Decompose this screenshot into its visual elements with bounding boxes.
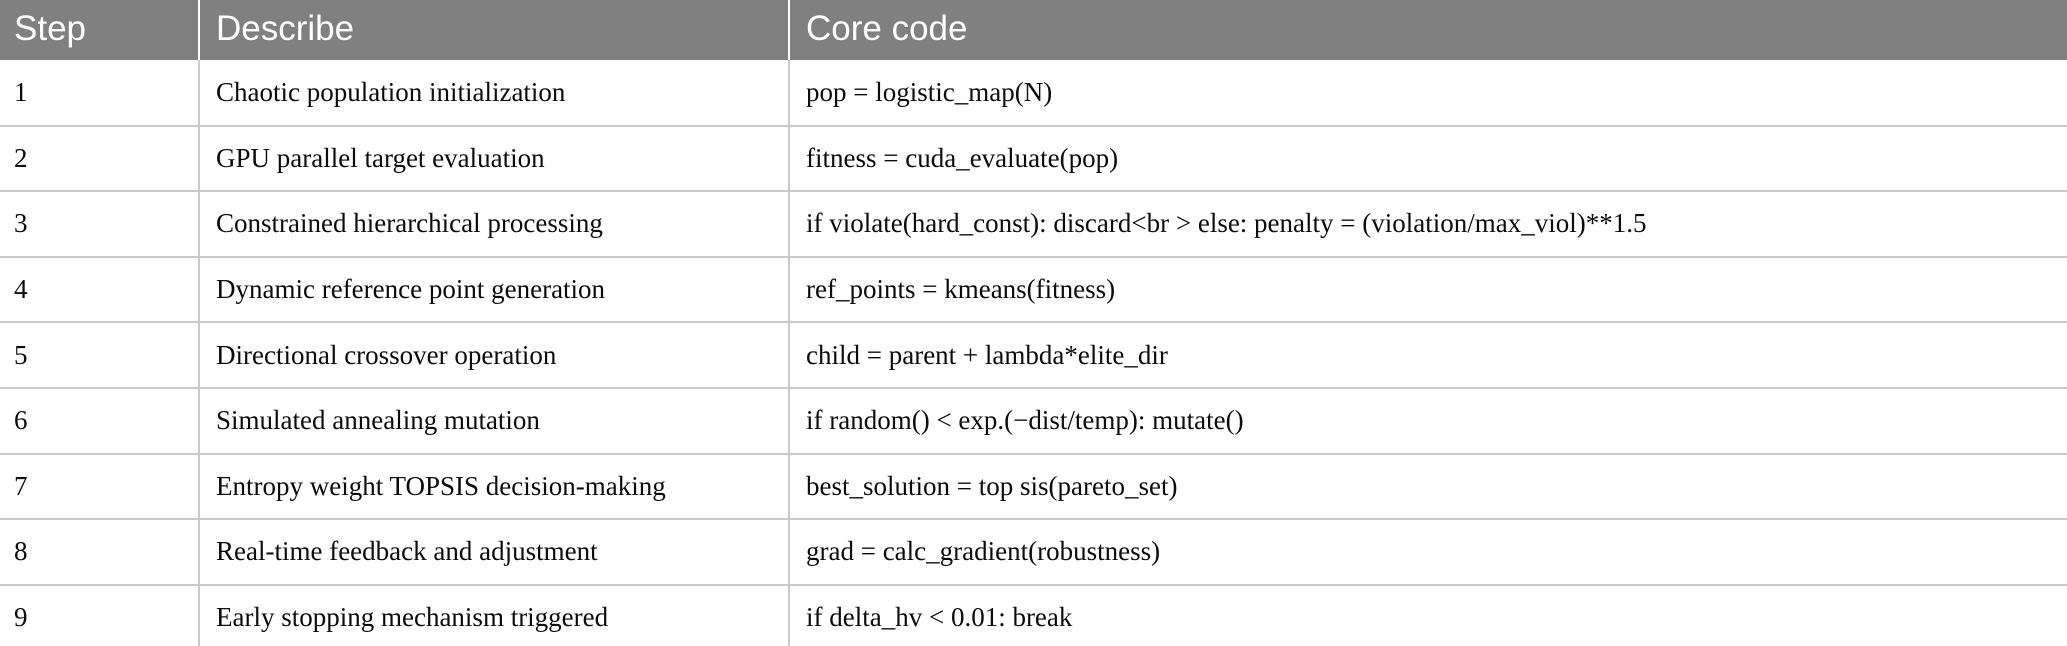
table-row: 4 Dynamic reference point generation ref… xyxy=(0,256,2067,324)
cell-step: 3 xyxy=(0,191,200,258)
cell-step: 2 xyxy=(0,125,200,193)
cell-step: 8 xyxy=(0,519,200,586)
table-row: 5 Directional crossover operation child … xyxy=(0,322,2067,389)
table-row: 7 Entropy weight TOPSIS decision-making … xyxy=(0,453,2067,521)
header-row: Step Describe Core code xyxy=(0,0,2067,60)
table-row: 2 GPU parallel target evaluation fitness… xyxy=(0,125,2067,193)
cell-core-code: child = parent + lambda*elite_dir xyxy=(789,322,2067,389)
cell-describe: Dynamic reference point generation xyxy=(199,256,790,324)
cell-step: 4 xyxy=(0,256,200,324)
cell-describe: Directional crossover operation xyxy=(199,322,790,389)
column-header-describe: Describe xyxy=(199,0,790,60)
table-row: 9 Early stopping mechanism triggered if … xyxy=(0,584,2067,646)
table-row: 3 Constrained hierarchical processing if… xyxy=(0,191,2067,258)
cell-step: 6 xyxy=(0,387,200,455)
column-header-core-code: Core code xyxy=(789,0,2067,60)
cell-core-code: grad = calc_gradient(robustness) xyxy=(789,519,2067,586)
cell-describe: Real-time feedback and adjustment xyxy=(199,519,790,586)
column-header-step: Step xyxy=(0,0,200,60)
cell-step: 7 xyxy=(0,453,200,521)
cell-describe: Entropy weight TOPSIS decision-making xyxy=(199,453,790,521)
table-row: 6 Simulated annealing mutation if random… xyxy=(0,387,2067,455)
table-body: 1 Chaotic population initialization pop … xyxy=(0,60,2067,646)
cell-describe: Chaotic population initialization xyxy=(199,60,790,127)
table-row: 1 Chaotic population initialization pop … xyxy=(0,60,2067,127)
cell-core-code: fitness = cuda_evaluate(pop) xyxy=(789,125,2067,193)
cell-describe: Early stopping mechanism triggered xyxy=(199,584,790,646)
cell-core-code: best_solution = top sis(pareto_set) xyxy=(789,453,2067,521)
cell-core-code: if violate(hard_const): discard<br > els… xyxy=(789,191,2067,258)
cell-core-code: if delta_hv < 0.01: break xyxy=(789,584,2067,646)
cell-core-code: ref_points = kmeans(fitness) xyxy=(789,256,2067,324)
table-row: 8 Real-time feedback and adjustment grad… xyxy=(0,519,2067,586)
cell-step: 5 xyxy=(0,322,200,389)
cell-core-code: if random() < exp.(−dist/temp): mutate() xyxy=(789,387,2067,455)
cell-describe: GPU parallel target evaluation xyxy=(199,125,790,193)
cell-step: 1 xyxy=(0,60,200,127)
cell-describe: Constrained hierarchical processing xyxy=(199,191,790,258)
cell-core-code: pop = logistic_map(N) xyxy=(789,60,2067,127)
cell-step: 9 xyxy=(0,584,200,646)
cell-describe: Simulated annealing mutation xyxy=(199,387,790,455)
table-header: Step Describe Core code xyxy=(0,0,2067,60)
